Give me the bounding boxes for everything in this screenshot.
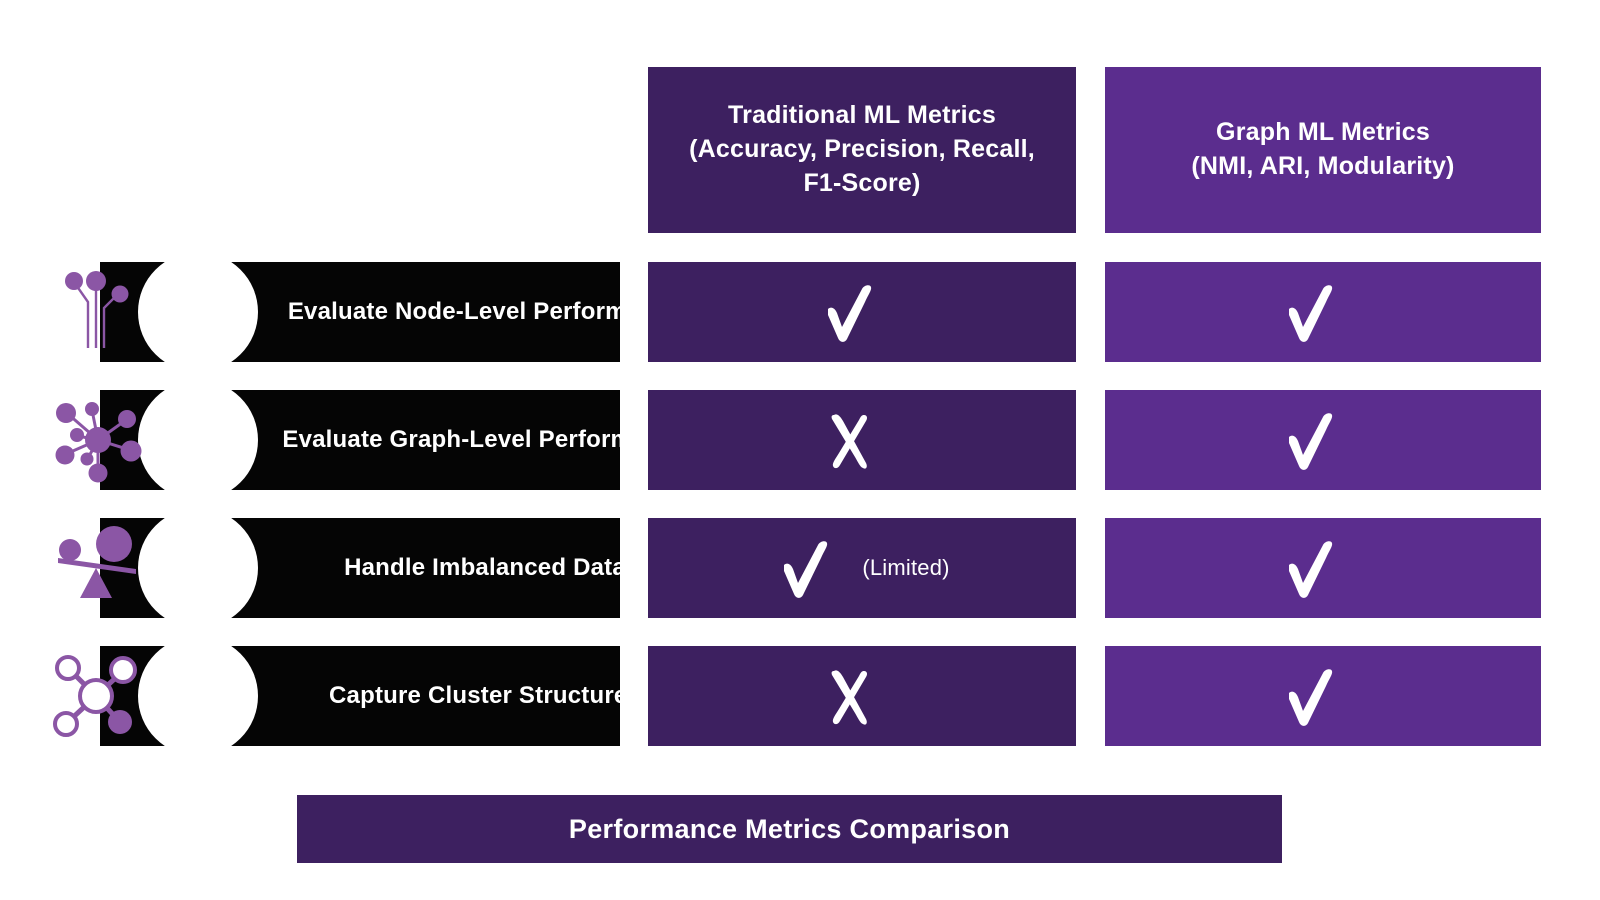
cell-graph	[1105, 646, 1541, 746]
cell-traditional: (Limited)	[648, 518, 1076, 618]
row-label: Handle Imbalanced Data	[344, 554, 626, 581]
column-header-line-3: F1-Score)	[803, 168, 921, 197]
column-header-line-2: (NMI, ARI, Modularity)	[1191, 152, 1455, 180]
row-label: Capture Cluster Structures	[329, 682, 641, 709]
check-icon	[1289, 541, 1333, 598]
unbalanced-scale-icon	[58, 526, 136, 598]
circle-cutout	[138, 380, 258, 500]
cell-note: (Limited)	[862, 555, 950, 580]
table-row: Capture Cluster Structures	[0, 636, 1600, 756]
check-icon	[1289, 669, 1333, 726]
page-title: Performance Metrics Comparison	[568, 813, 1011, 844]
column-header-line-1: Graph ML Metrics	[1216, 118, 1430, 147]
column-header-traditional-ml-metrics: Traditional ML Metrics (Accuracy, Precis…	[648, 67, 1076, 233]
row-label-bar: Evaluate Graph-Level Performance	[100, 380, 687, 500]
check-icon	[784, 541, 828, 598]
table-row: Evaluate Node-Level Performance	[0, 252, 1600, 372]
row-label: Evaluate Graph-Level Performance	[282, 426, 688, 453]
cell-traditional	[648, 646, 1076, 746]
network-hub-icon	[55, 402, 142, 483]
cell-graph	[1105, 518, 1541, 618]
circle-cutout	[138, 508, 258, 628]
cross-icon	[831, 670, 868, 725]
check-icon	[1289, 285, 1333, 342]
circle-cutout	[138, 636, 258, 756]
cross-icon	[831, 414, 868, 469]
column-header-line-1: Traditional ML Metrics	[728, 101, 996, 130]
node-level-graph-icon	[65, 271, 129, 348]
check-icon	[1289, 413, 1333, 470]
cell-traditional	[648, 390, 1076, 490]
row-label: Evaluate Node-Level Performance	[287, 298, 683, 325]
cell-traditional	[648, 262, 1076, 362]
column-header-graph-ml-metrics: Graph ML Metrics (NMI, ARI, Modularity)	[1105, 67, 1541, 233]
check-icon	[828, 285, 872, 342]
footer-title-bar: Performance Metrics Comparison	[297, 795, 1282, 863]
table-row: Evaluate Graph-Level Performance	[0, 380, 1600, 500]
column-header-line-2: (Accuracy, Precision, Recall,	[689, 135, 1035, 164]
circle-cutout	[138, 252, 258, 372]
row-label-bar: Capture Cluster Structures	[100, 636, 641, 756]
row-label-bar: Handle Imbalanced Data	[100, 508, 626, 628]
cell-graph	[1105, 262, 1541, 362]
row-label-bar: Evaluate Node-Level Performance	[100, 252, 682, 372]
cell-graph	[1105, 390, 1541, 490]
table-row: Handle Imbalanced Data (Limited)	[0, 508, 1600, 628]
cluster-molecule-icon	[53, 655, 137, 737]
